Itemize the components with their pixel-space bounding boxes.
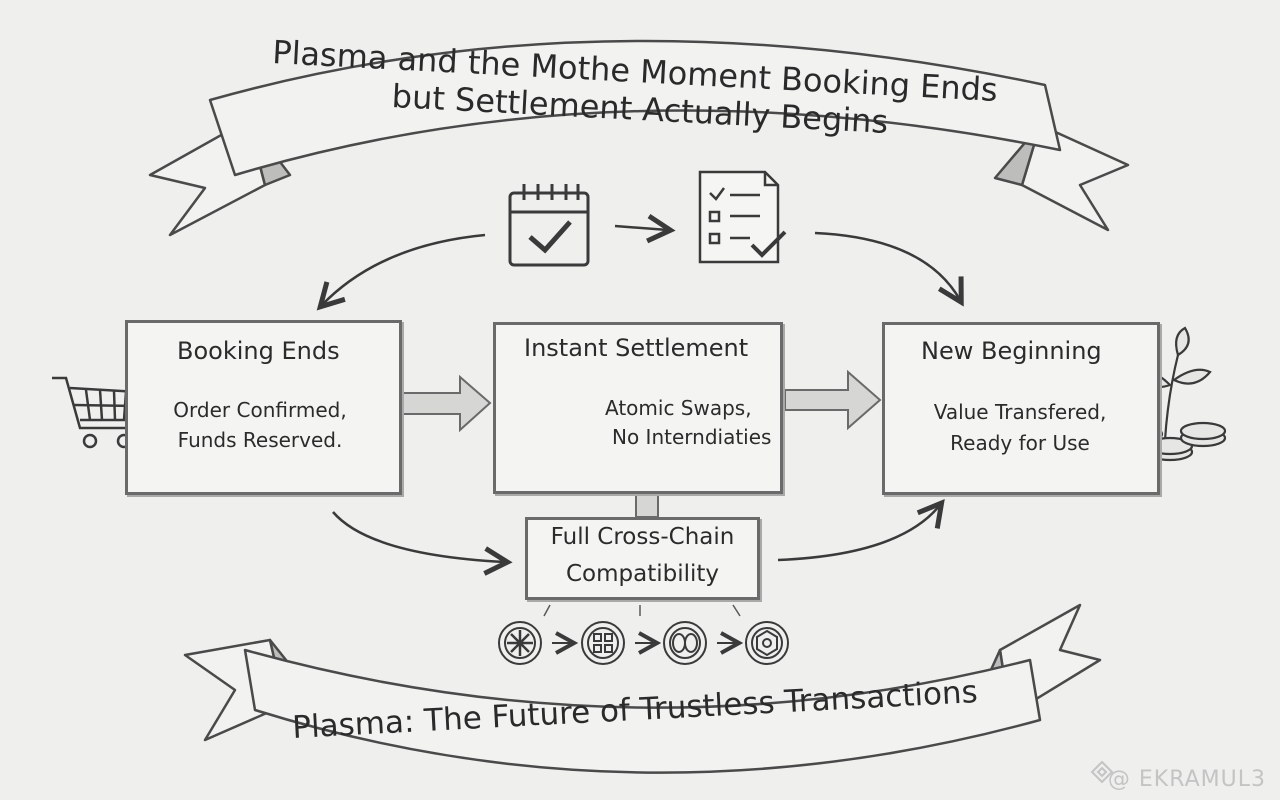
connector-stem: [635, 492, 659, 518]
arrow-to-booking-ends: [322, 233, 486, 305]
new-beginning-line2: Ready for Use: [950, 431, 1090, 455]
arrow-booking-to-compat: [332, 511, 505, 562]
top-banner-ribbon: [148, 39, 1130, 237]
instant-settlement-line1: Atomic Swaps,: [605, 396, 752, 420]
chain-3-icon: [663, 621, 707, 665]
booking-ends-line2: Funds Reserved.: [177, 428, 343, 452]
arrow-compat-to-new-beginning: [777, 505, 940, 562]
compat-line1: Full Cross-Chain: [550, 524, 735, 550]
compat-line2: Compatibility: [565, 561, 720, 587]
new-beginning-title: New Beginning: [921, 337, 1102, 365]
block-arrow-2: [784, 369, 882, 431]
chain-1-icon: [498, 621, 542, 665]
new-beginning-box: [882, 322, 1160, 495]
instant-settlement-box: [493, 322, 783, 494]
chain-tick-marks: [543, 604, 741, 617]
instant-settlement-line2: No Interndiaties: [612, 425, 772, 449]
watermark-logo-icon: [1090, 760, 1114, 784]
instant-settlement-title: Instant Settlement: [524, 334, 749, 362]
bottom-banner-ribbon: [183, 603, 1102, 774]
checklist-icon: [698, 170, 787, 264]
block-arrow-1: [401, 374, 492, 433]
booking-ends-line1: Order Confirmed,: [173, 398, 347, 422]
chain-2-icon: [581, 621, 625, 665]
new-beginning-line1: Value Transfered,: [933, 400, 1107, 424]
watermark-text: @ EKRAMUL3: [1107, 767, 1266, 792]
arrow-to-new-beginning: [814, 231, 960, 300]
arrow-calendar-to-checklist: [614, 226, 668, 230]
chain-4-icon: [745, 621, 789, 665]
booking-ends-title: Booking Ends: [177, 337, 340, 365]
calendar-check-icon: [508, 184, 590, 267]
compat-box: [525, 517, 760, 600]
booking-ends-box: [125, 320, 402, 495]
